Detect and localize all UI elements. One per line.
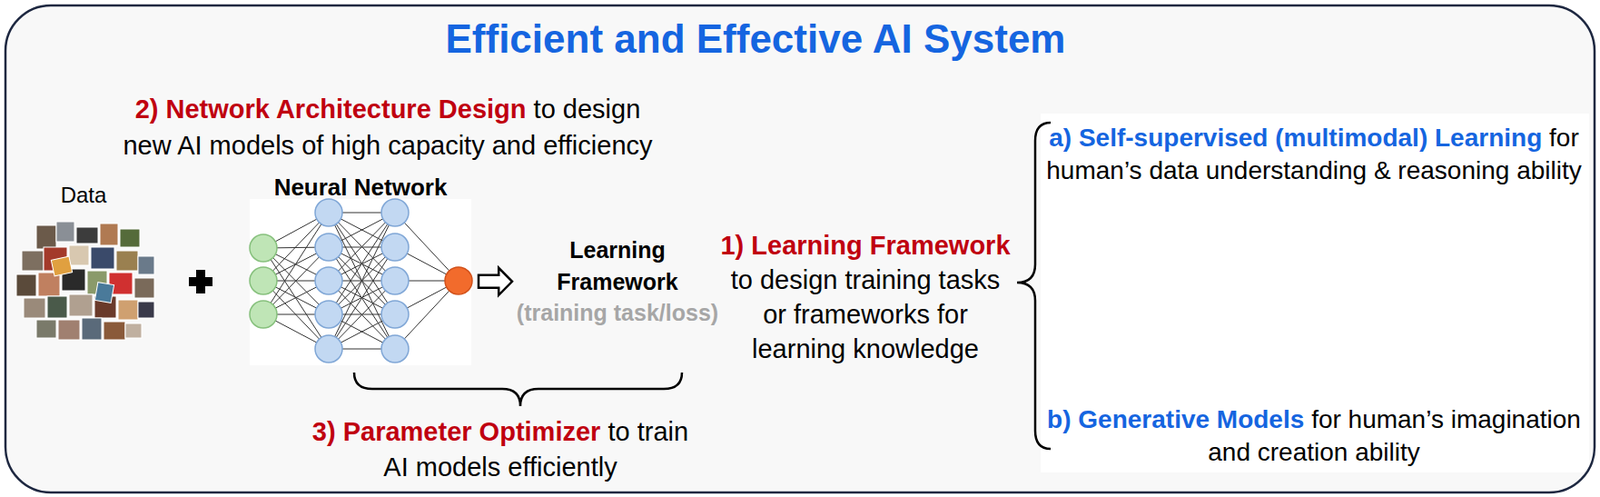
- generative-note: b) Generative Modelsfor human’s imaginat…: [1037, 403, 1591, 469]
- plus-sign: [188, 269, 213, 294]
- neuron: [315, 266, 343, 295]
- architecture-note: 2) Network Architecture Designto design …: [115, 90, 661, 164]
- framework-note: 1) Learning Frameworkto design training …: [715, 227, 1016, 366]
- diagram-title: Efficient and Effective AI System: [346, 16, 1165, 62]
- network-links: [263, 212, 459, 349]
- plus-bar: [196, 269, 206, 294]
- framework-box: Learning Framework(training task/loss): [513, 234, 722, 329]
- optimizer-note: 3) Parameter Optimizerto train AI models…: [305, 414, 696, 485]
- label-text: a) Self-supervised (multimodal) Learning: [1048, 123, 1542, 152]
- photo-tile: [36, 319, 57, 338]
- label-text: 1) Learning Framework: [715, 227, 1016, 263]
- label-text: Data: [60, 182, 108, 208]
- self-supervised-note: a) Self-supervised (multimodal) Learning…: [1037, 121, 1591, 188]
- label-text: 2) Network Architecture Design: [135, 94, 527, 124]
- hollow-arrow: [478, 267, 513, 296]
- photo-tile: [118, 299, 139, 320]
- node-text: (training task/loss): [513, 296, 722, 329]
- photo-tile: [47, 296, 68, 318]
- photo-tile: [99, 223, 119, 246]
- hidden-neurons: [315, 198, 409, 363]
- data-label: Data: [47, 181, 120, 209]
- photo-tile: [16, 274, 37, 297]
- photo-tile: [138, 256, 155, 275]
- network-panel: [249, 198, 472, 366]
- curly-brace: [1017, 122, 1051, 449]
- photo-tile: [69, 294, 93, 317]
- label-text: 3) Parameter Optimizer: [312, 416, 602, 446]
- node-text: Learning Framework: [513, 234, 722, 297]
- photo-tile: [56, 221, 75, 242]
- label-text: to design training tasks or frameworks f…: [720, 262, 1011, 366]
- neuron: [315, 300, 343, 328]
- outer-frame: [5, 5, 1595, 493]
- photo-tile: [116, 250, 139, 271]
- neuron: [315, 233, 343, 261]
- neuron: [249, 300, 277, 328]
- curly-brace: [354, 372, 682, 406]
- neuron: [381, 266, 409, 295]
- neuron: [381, 198, 409, 227]
- white-panel: [1040, 113, 1590, 473]
- neuron: [381, 233, 409, 261]
- network-box: Neural Network: [249, 172, 472, 366]
- photo-tile: [50, 256, 72, 277]
- photo-tile: [90, 246, 115, 269]
- neuron: [249, 266, 277, 295]
- neuron: [249, 234, 277, 262]
- neuron: [315, 335, 343, 363]
- neuron: [381, 300, 409, 328]
- neuron: [315, 198, 343, 227]
- photo-tile: [21, 250, 44, 271]
- photo-tile: [134, 277, 155, 298]
- frame-ground: [5, 5, 1595, 493]
- input-neurons: [249, 234, 277, 328]
- photo-tile: [36, 225, 57, 249]
- photo-tile: [119, 228, 140, 247]
- node-text: Neural Network: [249, 172, 472, 202]
- photo-tile: [69, 245, 89, 266]
- photo-tile: [23, 297, 46, 318]
- photo-tile: [138, 301, 155, 318]
- photo-tile: [103, 321, 126, 340]
- photo-tile: [76, 227, 99, 244]
- output-neuron: [444, 266, 473, 295]
- photo-tile: [94, 282, 114, 304]
- label-text: b) Generative Models: [1046, 404, 1304, 434]
- photo-tile: [58, 319, 80, 340]
- photo-tile: [125, 323, 142, 338]
- photo-tile: [81, 317, 102, 340]
- neuron: [381, 335, 409, 363]
- data-collage: [16, 221, 155, 340]
